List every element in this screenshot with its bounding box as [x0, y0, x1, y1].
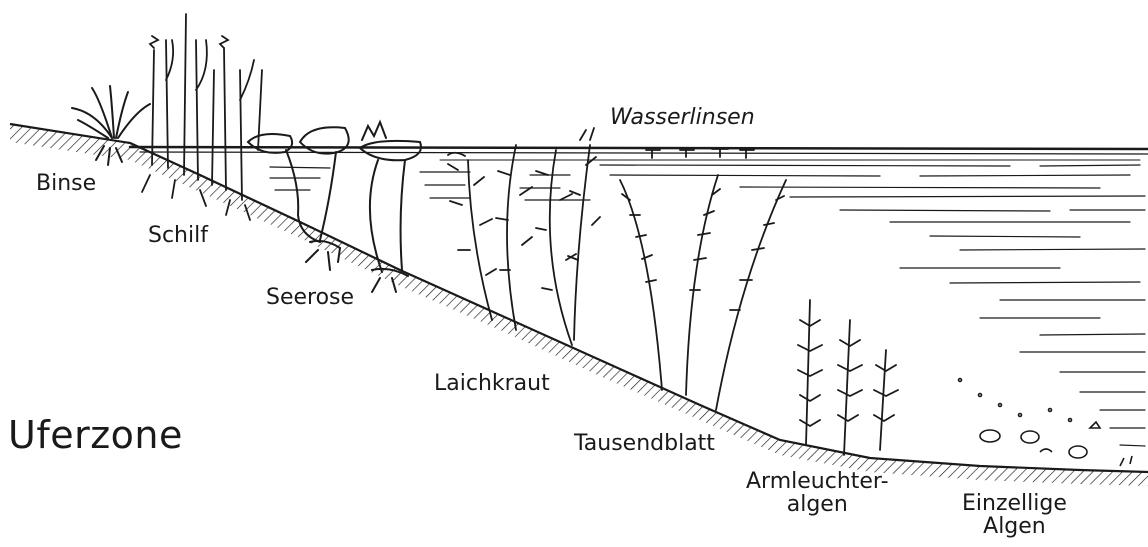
armleuchteralgen-plant	[798, 300, 898, 455]
label-laichkraut: Laichkraut	[434, 372, 550, 395]
tausendblatt-plant	[620, 175, 786, 410]
label-armleuchteralgen: Armleuchter- algen	[746, 470, 889, 516]
label-seerose: Seerose	[266, 286, 354, 309]
label-wasserlinsen: Wasserlinsen	[610, 106, 755, 129]
label-tausendblatt: Tausendblatt	[574, 432, 715, 455]
label-einzellige-algen: Einzellige Algen	[962, 492, 1067, 538]
diagram-title: Uferzone	[8, 416, 183, 456]
water-surface	[130, 147, 1148, 160]
label-binse: Binse	[36, 172, 96, 195]
label-schilf: Schilf	[148, 224, 208, 247]
